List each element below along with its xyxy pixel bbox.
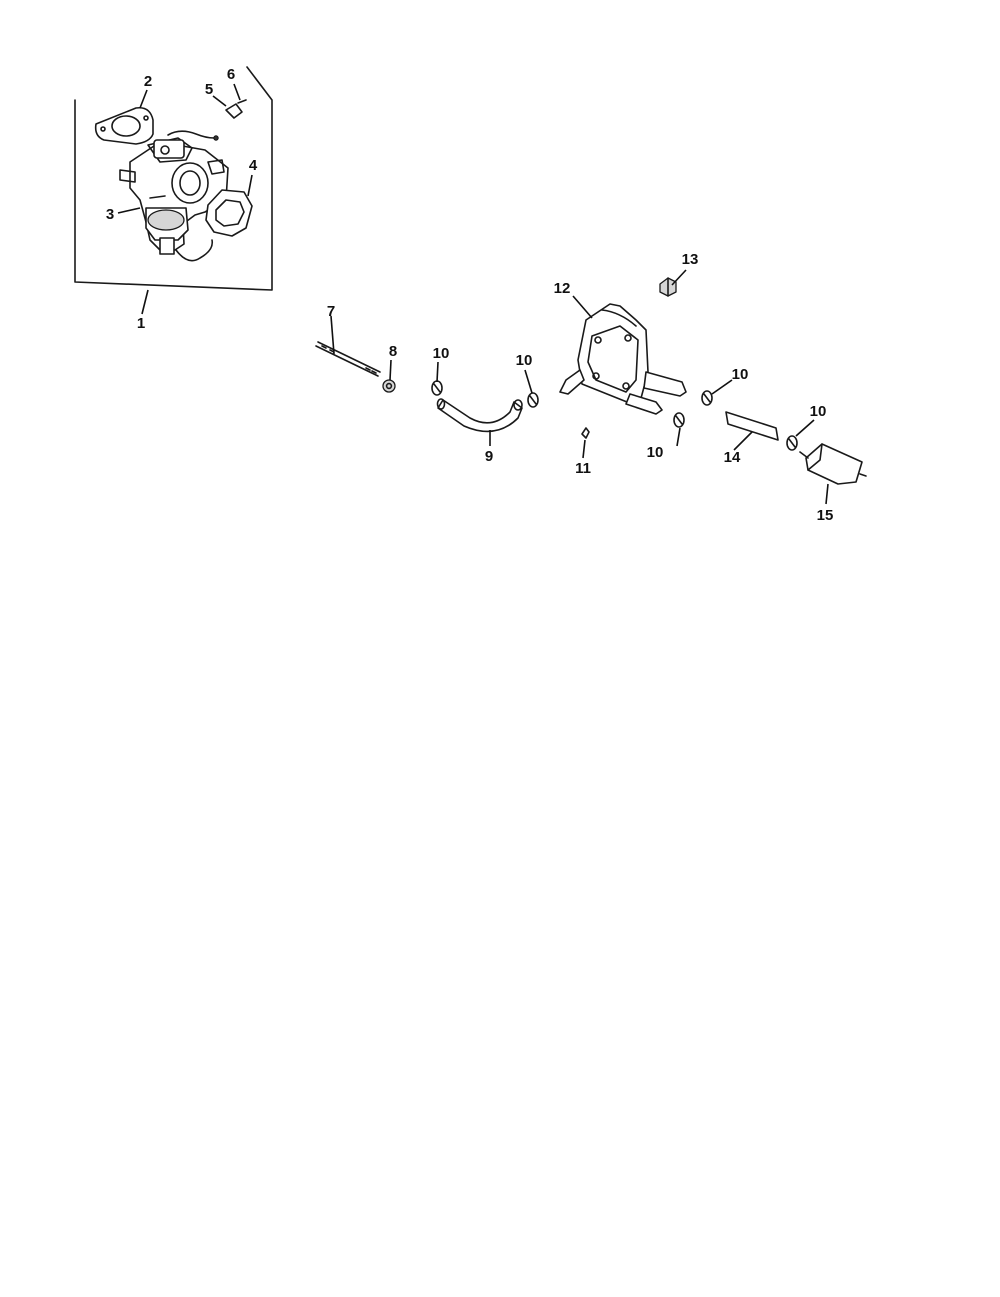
callout-10-c: 10 bbox=[732, 366, 749, 383]
part-10-clamp-d bbox=[673, 412, 685, 428]
callout-4: 4 bbox=[249, 157, 258, 174]
part-10-clamp-e bbox=[786, 435, 798, 451]
callout-1: 1 bbox=[137, 315, 145, 332]
callout-2: 2 bbox=[144, 73, 152, 90]
callout-9: 9 bbox=[485, 448, 493, 465]
part-15-fuel-filter bbox=[799, 443, 867, 485]
leader-lines bbox=[117, 83, 829, 505]
carburetor-assembly-frame bbox=[74, 66, 273, 291]
part-8-nut bbox=[382, 379, 396, 393]
part-10-clamp-c bbox=[701, 390, 713, 406]
part-6-screw bbox=[237, 99, 247, 104]
callout-labels: 1 2 3 4 5 6 7 8 9 10 10 10 10 10 11 12 1… bbox=[106, 66, 834, 524]
part-14-hose bbox=[725, 411, 779, 441]
part-10-clamp-b bbox=[527, 392, 539, 408]
callout-12: 12 bbox=[554, 280, 571, 297]
callout-11: 11 bbox=[575, 460, 591, 477]
callout-10-e: 10 bbox=[810, 403, 827, 420]
callout-13: 13 bbox=[682, 251, 699, 268]
part-13-cap bbox=[659, 277, 677, 297]
part-10-clamp-a bbox=[431, 380, 443, 396]
part-4-gasket bbox=[205, 189, 253, 237]
callout-10-d: 10 bbox=[647, 444, 664, 461]
part-2-gasket bbox=[94, 106, 154, 145]
part-12-fuel-pump bbox=[559, 303, 687, 415]
callout-10-a: 10 bbox=[433, 345, 450, 362]
callout-14: 14 bbox=[724, 449, 741, 466]
callout-5: 5 bbox=[205, 81, 213, 98]
callout-8: 8 bbox=[389, 343, 397, 360]
callout-6: 6 bbox=[227, 66, 235, 83]
callout-3: 3 bbox=[106, 206, 114, 223]
callout-7: 7 bbox=[327, 303, 335, 320]
callout-10-b: 10 bbox=[516, 352, 533, 369]
part-5-clip bbox=[225, 103, 243, 119]
callout-15: 15 bbox=[817, 507, 834, 524]
part-9-fuel-hose bbox=[436, 398, 523, 433]
part-3-carburetor bbox=[119, 130, 229, 262]
part-7-stud bbox=[315, 341, 381, 377]
part-11-fitting bbox=[581, 427, 590, 439]
